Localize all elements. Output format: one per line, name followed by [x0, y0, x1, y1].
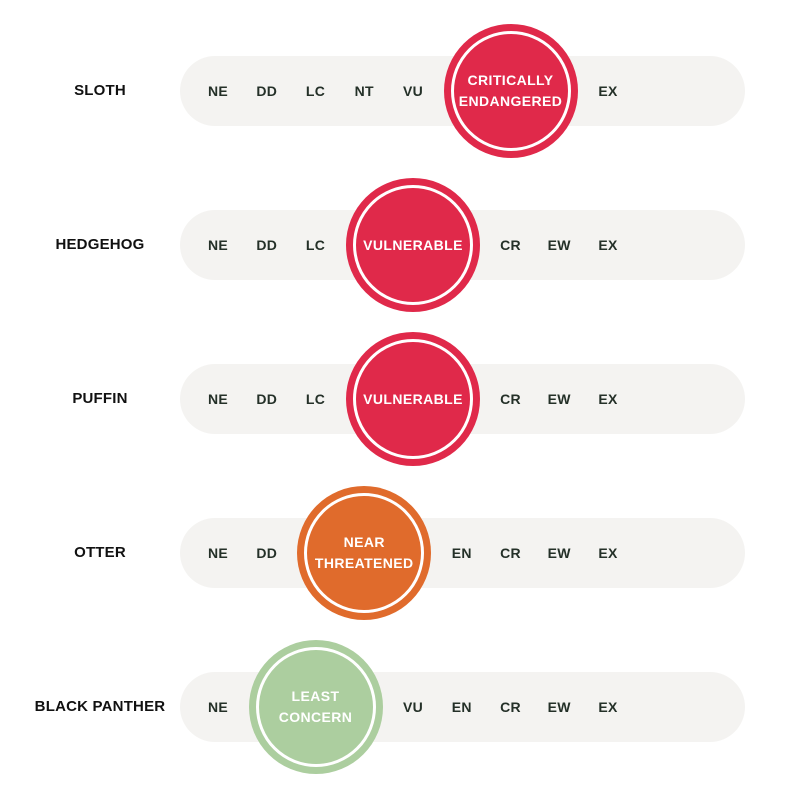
status-badge: NEAR THREATENED — [297, 486, 432, 620]
category-label: DD — [256, 237, 278, 253]
species-row: PUFFINNEDDLCNTENCREWEXVULNERABLE — [0, 322, 800, 476]
status-badge-label: VULNERABLE — [353, 185, 473, 305]
status-badge-label: NEAR THREATENED — [304, 493, 425, 613]
category-label: NE — [207, 391, 229, 407]
category-label: EN — [451, 545, 472, 561]
category-label: EX — [598, 545, 618, 561]
category-label: DD — [256, 391, 278, 407]
category-label: DD — [256, 545, 278, 561]
category-label: LC — [305, 83, 326, 99]
species-name: HEDGEHOG — [55, 236, 145, 253]
species-row: SLOTHNEDDLCNTVUENEWEXCRITICALLY ENDANGER… — [0, 14, 800, 168]
category-label: LC — [305, 391, 326, 407]
species-name: BLACK PANTHER — [34, 698, 166, 715]
species-name: SLOTH — [74, 82, 126, 99]
category-label: EW — [547, 699, 571, 715]
status-badge-label: LEAST CONCERN — [255, 647, 376, 767]
status-badge-label: CRITICALLY ENDANGERED — [450, 31, 571, 151]
species-name: PUFFIN — [72, 390, 128, 407]
species-row: OTTERNEDDLCVUENCREWEXNEAR THREATENED — [0, 476, 800, 630]
category-label: EX — [598, 237, 618, 253]
category-label: NE — [207, 699, 229, 715]
category-label: CR — [500, 545, 521, 561]
status-badge: VULNERABLE — [346, 332, 480, 466]
category-label: EX — [598, 391, 618, 407]
category-label: EW — [547, 237, 571, 253]
category-label: NT — [354, 83, 374, 99]
species-name: OTTER — [74, 544, 126, 561]
status-badge: CRITICALLY ENDANGERED — [443, 24, 578, 158]
category-label: CR — [500, 699, 521, 715]
category-label: NE — [207, 83, 229, 99]
category-label: CR — [500, 391, 521, 407]
category-label: EN — [451, 699, 472, 715]
status-badge: LEAST CONCERN — [248, 640, 383, 774]
category-label: LC — [305, 237, 326, 253]
category-label: VU — [402, 699, 424, 715]
species-row: BLACK PANTHERNEDDNTVUENCREWEXLEAST CONCE… — [0, 630, 800, 784]
category-label: VU — [402, 83, 424, 99]
category-label: NE — [207, 545, 229, 561]
status-track — [180, 518, 745, 588]
category-label: EW — [547, 391, 571, 407]
status-badge: VULNERABLE — [346, 178, 480, 312]
category-label: NE — [207, 237, 229, 253]
category-label: EX — [598, 699, 618, 715]
category-label: EW — [547, 545, 571, 561]
category-label: CR — [500, 237, 521, 253]
species-row: HEDGEHOGNEDDLCNTENCREWEXVULNERABLE — [0, 168, 800, 322]
category-label: EX — [598, 83, 618, 99]
category-label: DD — [256, 83, 278, 99]
status-badge-label: VULNERABLE — [353, 339, 473, 459]
